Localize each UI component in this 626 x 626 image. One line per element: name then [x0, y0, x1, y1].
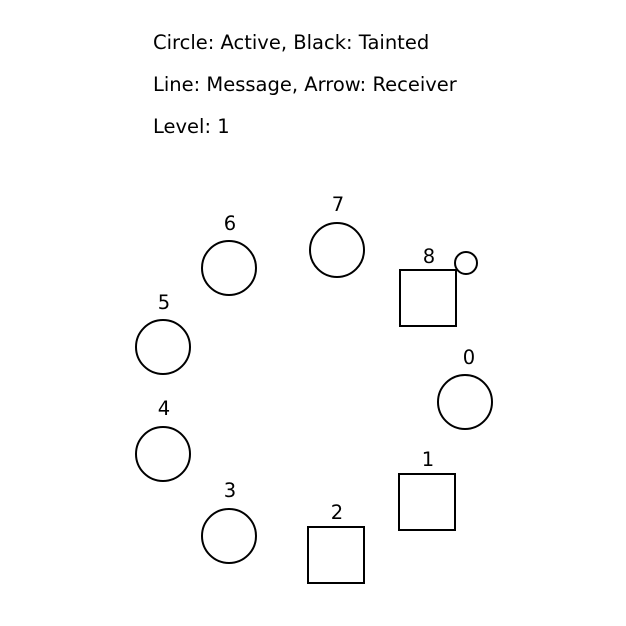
node-label-1: 1	[422, 448, 434, 471]
node-square-8[interactable]	[399, 269, 457, 327]
node-circle-5[interactable]	[135, 319, 191, 375]
nodes-layer: 0 1 2 3 4 5 6 7 8	[135, 193, 493, 584]
node-label-4: 4	[158, 397, 170, 420]
node-circle-6[interactable]	[201, 240, 257, 296]
legend-line-shapes: Circle: Active, Black: Tainted	[153, 31, 430, 54]
graph-node-5[interactable]: 5	[135, 291, 191, 375]
node-label-8: 8	[423, 245, 435, 268]
graph-node-7[interactable]: 7	[309, 193, 365, 278]
legend-line-level: Level: 1	[153, 115, 230, 138]
node-active-marker-icon-8	[454, 251, 478, 275]
graph-node-4[interactable]: 4	[135, 397, 191, 482]
graph-node-1[interactable]: 1	[398, 448, 456, 531]
graph-node-2[interactable]: 2	[307, 501, 365, 584]
node-label-6: 6	[224, 212, 236, 235]
node-square-2[interactable]	[307, 526, 365, 584]
node-circle-4[interactable]	[135, 426, 191, 482]
node-circle-7[interactable]	[309, 222, 365, 278]
node-label-0: 0	[463, 346, 475, 369]
node-square-1[interactable]	[398, 473, 456, 531]
node-circle-0[interactable]	[437, 374, 493, 430]
graph-node-0[interactable]: 0	[437, 346, 493, 430]
node-circle-3[interactable]	[201, 508, 257, 564]
graph-node-8[interactable]: 8	[399, 245, 478, 327]
node-label-5: 5	[158, 291, 170, 314]
graph-node-3[interactable]: 3	[201, 479, 257, 564]
legend: Circle: Active, Black: Tainted Line: Mes…	[153, 22, 593, 148]
graph-node-6[interactable]: 6	[201, 212, 257, 296]
node-label-3: 3	[224, 479, 236, 502]
legend-line-edges: Line: Message, Arrow: Receiver	[153, 73, 457, 96]
node-label-7: 7	[332, 193, 344, 216]
node-label-2: 2	[331, 501, 343, 524]
